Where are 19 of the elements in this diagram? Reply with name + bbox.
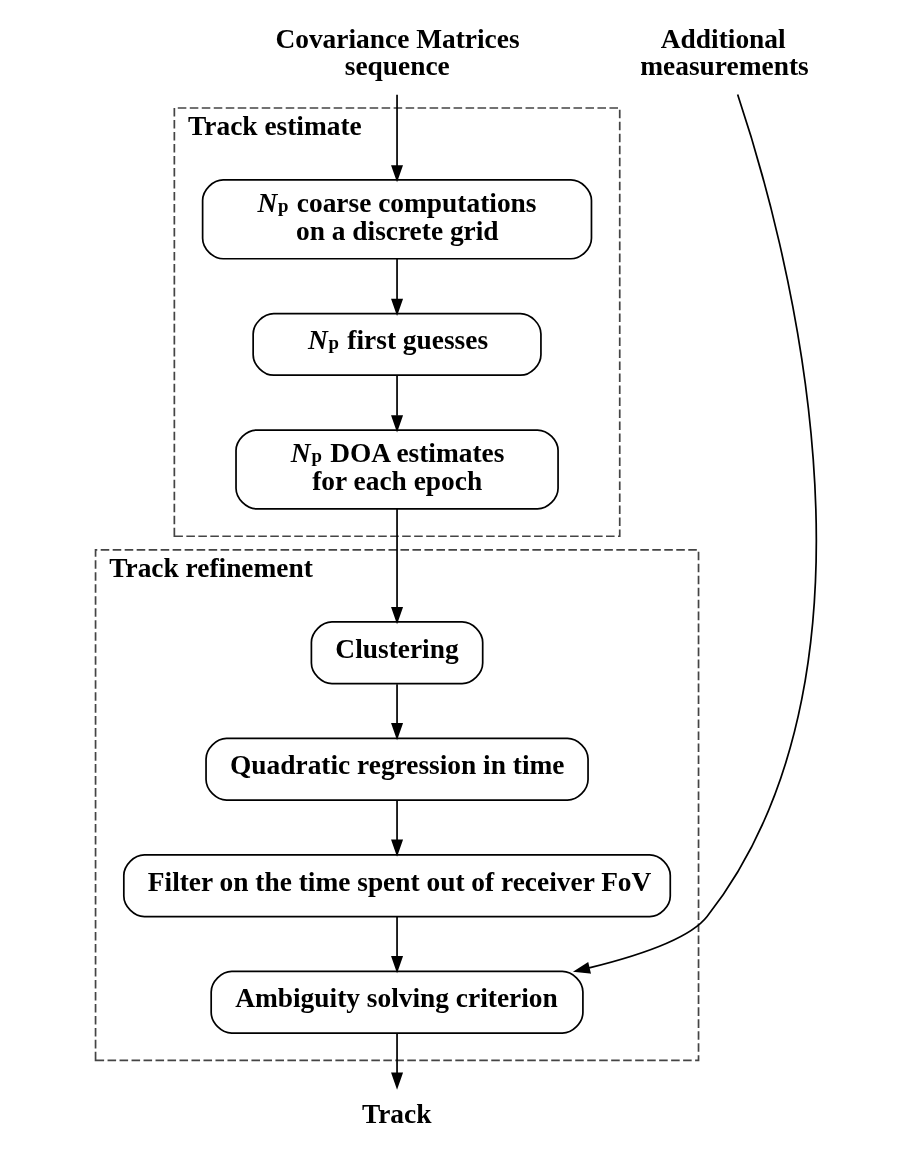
node-box: Filter on the time spent out of receiver FoV <box>122 854 671 918</box>
arrow <box>390 374 403 433</box>
node-box: Np coarse computations on a discrete grid <box>201 179 592 260</box>
node-text: Track <box>361 1099 431 1130</box>
node-text: Additional measurements <box>639 23 809 82</box>
arrow <box>390 258 403 316</box>
arrow <box>390 1032 403 1090</box>
node-box: Quadratic regression in time <box>204 737 589 801</box>
arrow <box>390 93 403 183</box>
node-text: Covariance Matrices sequence <box>274 23 520 82</box>
node-box: Clustering <box>310 621 484 685</box>
arrow <box>390 508 403 625</box>
node-box: Ambiguity solving criterion <box>209 970 584 1034</box>
arrow <box>572 93 817 974</box>
node-box: Np first guesses <box>251 312 542 377</box>
arrow <box>390 683 403 741</box>
arrow <box>390 916 403 974</box>
node-box: Np DOA estimates for each epoch <box>234 429 559 510</box>
arrow <box>390 799 403 857</box>
